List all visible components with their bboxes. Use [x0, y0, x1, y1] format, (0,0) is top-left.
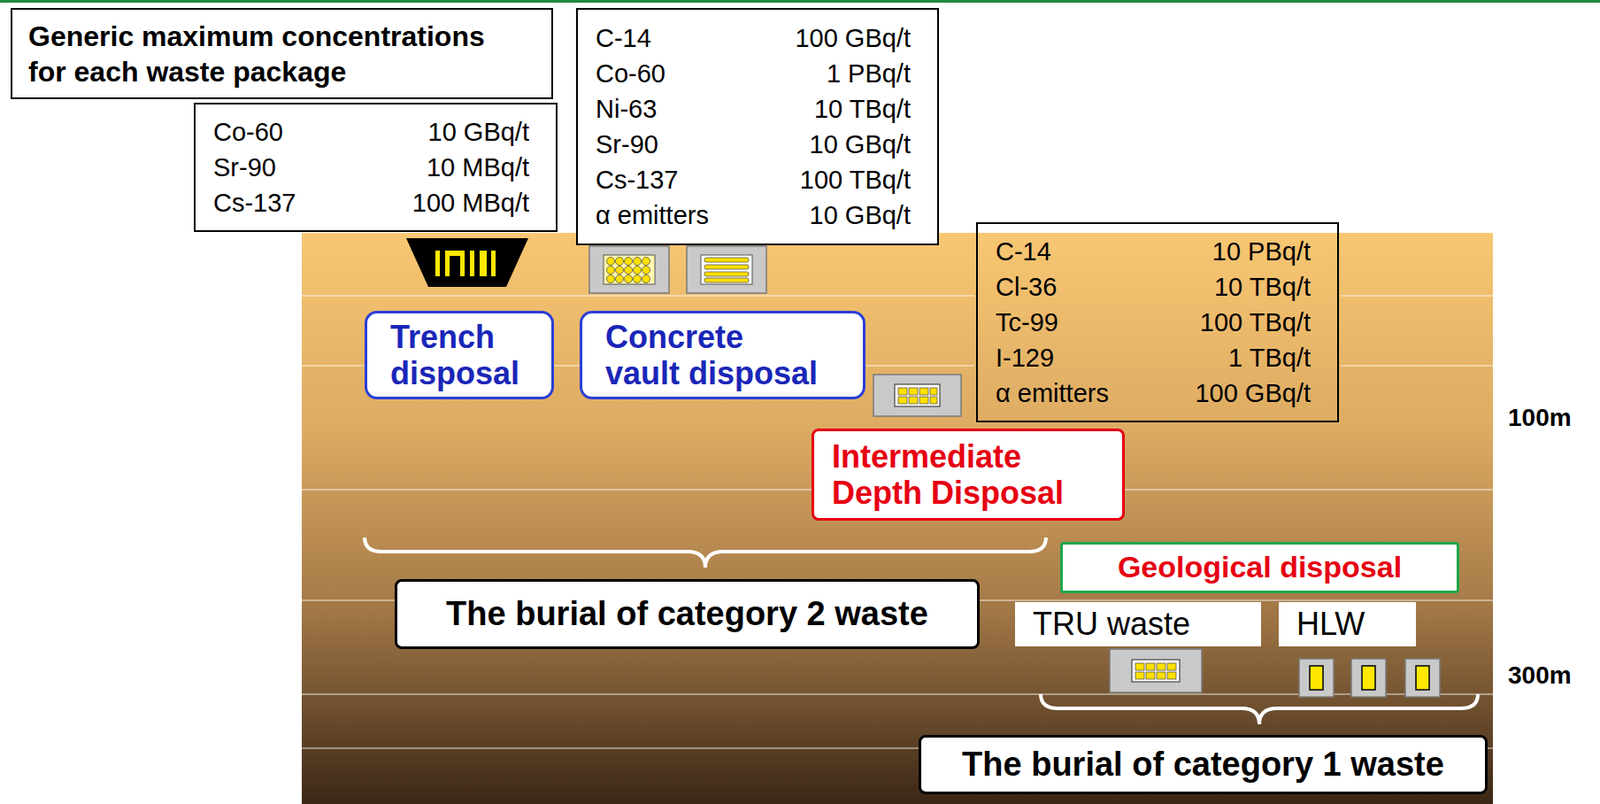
nuclide-name: Cl-36: [995, 269, 1109, 305]
nuclide-name: C-14: [995, 233, 1109, 270]
concentration-value: 10 TBq/t: [814, 91, 911, 127]
concentration-value: 1 PBq/t: [826, 55, 911, 92]
box-label: The burial of category 1 waste: [961, 745, 1445, 785]
concentration-value: 10 MBq/t: [426, 149, 530, 185]
ground: [301, 232, 1493, 804]
nuclide-name: Ni-63: [595, 91, 709, 127]
nuclide-name: α emitters: [595, 197, 709, 233]
depth-label: 100m: [1507, 403, 1572, 432]
category-box: The burial of category 2 waste: [394, 578, 980, 649]
concentration-value: 10 GBq/t: [809, 126, 911, 162]
depth-label: 300m: [1507, 661, 1572, 690]
nuclide-name: I-129: [995, 339, 1109, 376]
box-label: Generic maximum concentrations for each …: [28, 18, 507, 90]
concentration-value: 100 GBq/t: [794, 20, 911, 56]
tru-package: [1109, 648, 1202, 693]
concrete-package: [686, 246, 767, 293]
intermediate-package: [873, 374, 962, 416]
concentration-value: 10 PBq/t: [1212, 233, 1311, 270]
heading-box: Generic maximum concentrations for each …: [10, 7, 554, 100]
table-grid: Co-60 10 GBq/tSr-90 10 MBq/tCs-137 100 MBq/…: [213, 114, 530, 221]
box-label: Intermediate Depth Disposal: [831, 438, 1089, 512]
nuclide-name: Cs-137: [595, 161, 709, 198]
waste-type-box: TRU waste: [1015, 601, 1262, 647]
top-rule: [0, 0, 1600, 3]
box-label: Concrete vault disposal: [605, 318, 823, 393]
disposal-box: Concrete vault disposal: [579, 310, 866, 400]
nuclide-name: Cs-137: [213, 184, 297, 221]
concentration-value: 10 GBq/t: [809, 197, 911, 233]
concentration-value: 10 GBq/t: [428, 114, 530, 150]
concentration-table: C-14 10 PBq/tCl-36 10 TBq/tTc-99 100 TBq/tI…: [976, 222, 1339, 423]
concentration-value: 10 TBq/t: [1214, 269, 1311, 305]
concentration-value: 100 GBq/t: [1194, 375, 1311, 411]
nuclide-name: Sr-90: [213, 149, 297, 185]
table-grid: C-14 10 PBq/tCl-36 10 TBq/tTc-99 100 TBq/tI…: [995, 233, 1311, 411]
hlw-canister: [1299, 658, 1440, 697]
nuclide-name: Tc-99: [995, 304, 1109, 340]
nuclide-name: Sr-90: [595, 126, 709, 162]
box-label: The burial of category 2 waste: [446, 594, 929, 634]
concentration-value: 100 TBq/t: [800, 161, 911, 198]
box-label: Trench disposal: [390, 318, 532, 393]
concentration-table: Co-60 10 GBq/tSr-90 10 MBq/tCs-137 100 MBq/…: [193, 102, 558, 232]
disposal-box: Geological disposal: [1060, 541, 1460, 593]
nuclide-name: α emitters: [995, 375, 1109, 411]
nuclide-name: C-14: [595, 20, 709, 56]
table-grid: C-14 100 GBq/tCo-60 1 PBq/tNi-63 10 TBq/tSr…: [595, 20, 911, 233]
trench-icon: [406, 238, 529, 287]
disposal-box: Trench disposal: [364, 310, 554, 400]
concentration-value: 100 TBq/t: [1200, 304, 1311, 340]
category-bracket: [364, 537, 1047, 568]
category-bracket: [1040, 693, 1478, 724]
box-label: TRU waste: [1032, 606, 1191, 642]
disposal-box: Intermediate Depth Disposal: [811, 428, 1125, 521]
waste-type-box: HLW: [1278, 601, 1416, 647]
box-label: HLW: [1296, 606, 1365, 642]
category-box: The burial of category 1 waste: [918, 734, 1488, 794]
concrete-package: [589, 246, 670, 293]
strata-lines: [301, 295, 1493, 748]
box-label: Geological disposal: [1117, 549, 1402, 585]
concentration-value: 100 MBq/t: [412, 184, 530, 221]
concentration-table: C-14 100 GBq/tCo-60 1 PBq/tNi-63 10 TBq/tSr…: [576, 7, 939, 246]
nuclide-name: Co-60: [595, 55, 709, 92]
nuclide-name: Co-60: [213, 114, 297, 150]
concentration-value: 1 TBq/t: [1228, 339, 1311, 376]
